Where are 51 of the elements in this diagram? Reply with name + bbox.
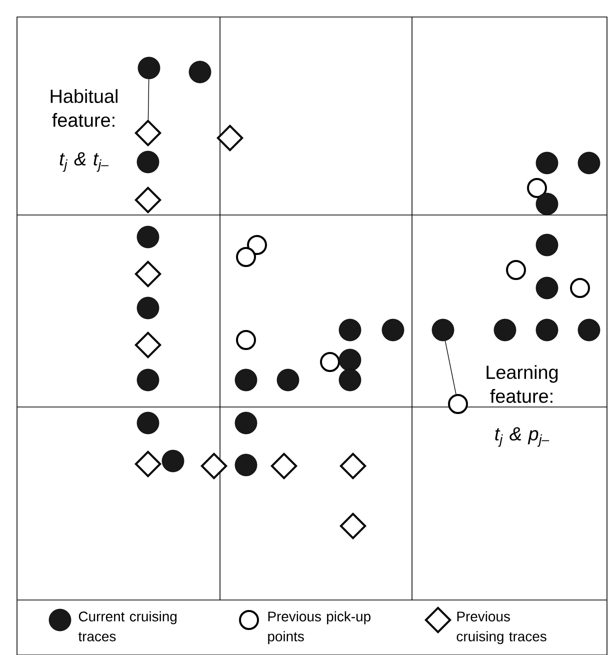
formula-label: t$_{j}$ & t$_{j–}$ — [60, 152, 109, 172]
open-circle-marker — [570, 278, 590, 298]
diamond-marker — [134, 450, 162, 478]
filled-circle-marker — [136, 368, 160, 392]
filled-circle-marker — [536, 276, 558, 300]
filled-circle-marker — [536, 152, 558, 174]
legend-text: Previous cruising traces — [456, 611, 546, 644]
filled-circle-marker — [138, 56, 160, 80]
open-circle-marker — [506, 260, 526, 280]
filled-circle-marker — [136, 150, 160, 174]
filled-circle-marker — [536, 234, 558, 256]
filled-circle-marker — [536, 192, 558, 216]
filled-circle-marker — [432, 318, 454, 342]
filled-circle-marker — [276, 368, 300, 392]
filled-circle-marker — [234, 454, 258, 476]
filled-circle-marker — [578, 152, 600, 174]
diamond-marker — [134, 332, 162, 358]
open-circle-marker — [236, 330, 256, 350]
filled-circle-marker — [234, 368, 258, 392]
diamond-marker — [270, 452, 298, 480]
open-circle-marker — [236, 247, 256, 267]
diamond-marker — [134, 120, 162, 146]
open-circle-marker — [527, 178, 547, 198]
legend-text: Current cruising traces — [78, 611, 176, 642]
filled-circle-marker — [578, 318, 600, 342]
filled-circle-marker — [136, 296, 160, 320]
filled-circle-marker — [136, 412, 160, 434]
legend-text: Previous pick-up points — [268, 611, 370, 644]
formula-label: t$_{j}$ & p$_{j–}$ — [495, 427, 550, 447]
diamond-marker — [340, 452, 366, 480]
leader-line — [148, 78, 150, 120]
diamond-marker — [134, 186, 162, 214]
open-circle-marker — [448, 394, 468, 414]
filled-circle-marker — [382, 318, 404, 342]
filled-circle-marker — [234, 412, 258, 434]
diamond-marker — [216, 124, 244, 152]
filled-circle-marker — [136, 226, 160, 248]
filled-circle-marker — [188, 60, 212, 84]
feature-label: Habitual feature: — [50, 89, 118, 127]
feature-label: Learning feature: — [486, 365, 558, 403]
filled-circle-marker — [494, 318, 516, 342]
leader-line — [444, 340, 456, 395]
diamond-marker — [134, 260, 162, 288]
diamond-marker — [340, 512, 366, 540]
filled-circle-marker — [536, 318, 558, 342]
open-circle-marker — [320, 352, 340, 372]
filled-circle-marker — [338, 348, 362, 372]
filled-circle-marker — [338, 318, 362, 342]
diamond-marker — [200, 452, 228, 480]
filled-circle-marker — [162, 450, 184, 472]
filled-circle-marker — [338, 368, 362, 392]
